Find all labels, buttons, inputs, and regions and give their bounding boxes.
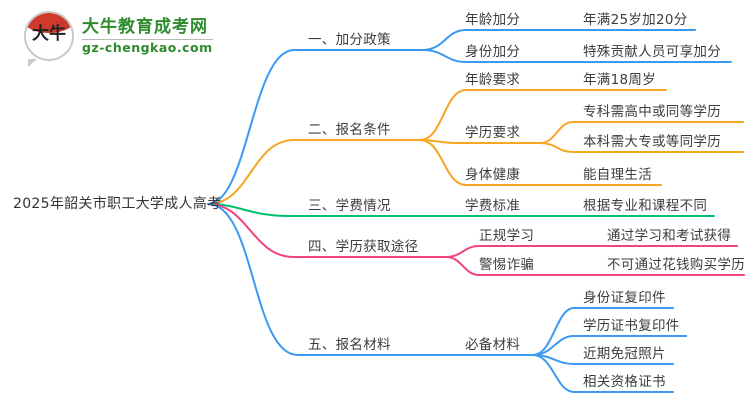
logo-badge-text: 大牛 [32,24,66,44]
branch-1-lines [207,29,732,205]
branch-node[interactable]: 一、加分政策 [308,32,391,48]
branch-node[interactable]: 三、学费情况 [308,198,391,214]
branch-4-lines [207,203,745,276]
site-logo[interactable]: 大牛 大牛教育成考网 gz-chengkao.com [24,11,213,67]
leaf-node[interactable]: 年满25岁加20分 [583,12,688,28]
sub-node[interactable]: 年龄加分 [465,12,521,28]
root-node[interactable]: 2025年韶关市职工大学成人高考 [13,196,222,212]
branch-5-lines [207,203,687,393]
logo-seal-icon [59,20,68,29]
sub-node[interactable]: 正规学习 [479,228,535,244]
sub-node[interactable]: 学费标准 [465,198,521,214]
leaf-node[interactable]: 本科需大专或等同学历 [583,134,721,150]
logo-text-block: 大牛教育成考网 gz-chengkao.com [82,17,213,55]
branch-node[interactable]: 二、报名条件 [308,122,391,138]
branch-2-lines [207,89,744,205]
sub-node[interactable]: 警惕诈骗 [479,257,535,273]
sub-node[interactable]: 年龄要求 [465,72,521,88]
leaf-node[interactable]: 不可通过花钱购买学历 [607,257,745,273]
leaf-node[interactable]: 专科需高中或同等学历 [583,104,721,120]
leaf-node[interactable]: 相关资格证书 [583,374,666,390]
logo-bubble-tail [28,59,37,67]
leaf-node[interactable]: 身份证复印件 [583,290,666,306]
leaf-node[interactable]: 学历证书复印件 [583,318,680,334]
branch-node[interactable]: 四、学历获取途径 [308,239,419,255]
branch-node[interactable]: 五、报名材料 [308,337,391,353]
site-name: 大牛教育成考网 [82,17,208,37]
sub-node[interactable]: 身体健康 [465,167,521,183]
sub-node[interactable]: 身份加分 [465,44,521,60]
leaf-node[interactable]: 能自理生活 [583,167,652,183]
logo-badge: 大牛 [24,11,74,61]
sub-node[interactable]: 学历要求 [465,125,521,141]
leaf-node[interactable]: 近期免冠照片 [583,346,666,362]
sub-node[interactable]: 必备材料 [465,337,521,353]
logo-divider [82,39,213,40]
leaf-node[interactable]: 通过学习和考试获得 [607,228,732,244]
leaf-node[interactable]: 特殊贡献人员可享加分 [583,44,721,60]
leaf-node[interactable]: 年满18周岁 [583,72,656,88]
site-domain: gz-chengkao.com [82,40,213,55]
leaf-node[interactable]: 根据专业和课程不同 [583,198,708,214]
